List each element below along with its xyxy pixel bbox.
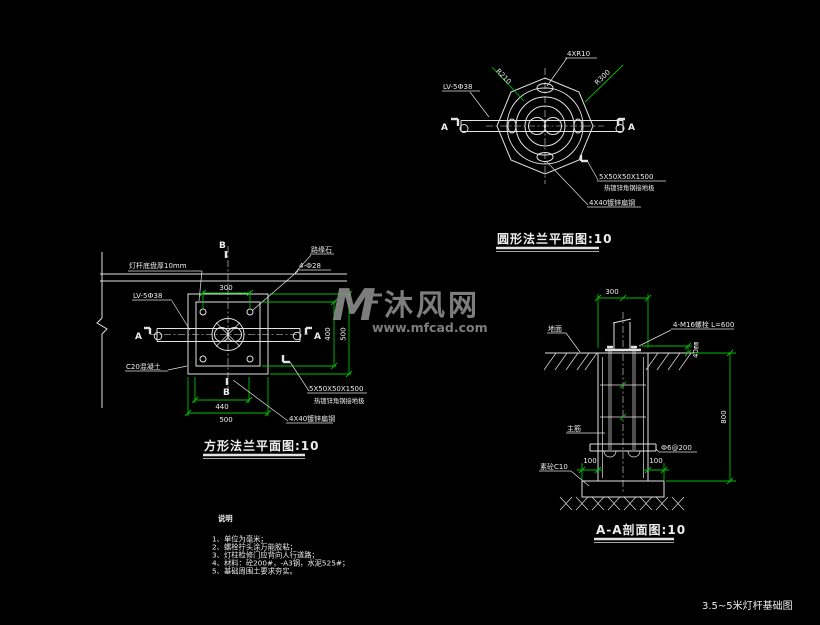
section-view-title: A-A剖面图:10 <box>594 522 686 543</box>
circular-section-marker-a-right: A <box>616 117 635 133</box>
note-item: 3、灯柱检修门应背向人行道路； <box>212 551 319 560</box>
circular-cable-callout: LV-5Ф38 <box>442 83 490 118</box>
flat-steel-label: 4X40镀锌扁钢 <box>289 414 335 423</box>
section-view: 300 40㎜ 800 100 100 <box>539 288 736 543</box>
dim-bottom-inner: 440 <box>215 403 228 411</box>
cable-label: LV-5Ф38 <box>133 292 162 300</box>
watermark-brand: 沐风网 <box>384 288 480 322</box>
view-title-text: 圆形法兰平面图:10 <box>497 231 613 246</box>
foundation-body <box>589 312 657 492</box>
square-conduit-pipe <box>153 328 302 342</box>
square-foundation-outline <box>187 293 269 375</box>
dim-right-inner: 400 <box>324 327 332 340</box>
angle-steel-note: 热镀锌角钢接地极 <box>314 396 365 405</box>
radius-outer-label: R300 <box>593 68 612 86</box>
square-flange-view: A A B B 300 <box>96 241 367 459</box>
dim-bottom-outer: 500 <box>219 416 232 424</box>
curb-label: 路缘石 <box>311 245 332 254</box>
square-section-marker-b-top: B <box>219 241 228 258</box>
curb-lines <box>96 252 347 408</box>
dim-top: 300 <box>605 288 618 296</box>
circular-flange-view: A A R210 R300 4XR10 LV-5Ф38 <box>441 50 666 252</box>
circular-view-title: 圆形法兰平面图:10 <box>496 231 613 252</box>
section-marker-a-label: A <box>628 123 635 133</box>
dim-protrusion: 40㎜ <box>692 342 700 358</box>
square-dimensions: 300 400 500 440 <box>184 284 353 424</box>
section-marker-b-label: B <box>219 241 226 251</box>
base-plate-label: 灯杆底盘厚10mm <box>129 261 187 270</box>
ground-label: 地面 <box>548 324 562 333</box>
dim-depth: 800 <box>720 410 728 423</box>
watermark-url: www.mfcad.com <box>372 320 488 335</box>
circular-fillet-callout: 4XR10 <box>546 50 597 87</box>
dim-right-offset: 100 <box>649 457 662 465</box>
circular-section-marker-a-left: A <box>441 117 460 133</box>
square-section-marker-a-right: A <box>304 326 321 342</box>
flat-steel-label: 4X40镀锌扁钢 <box>589 198 635 207</box>
section-marker-b-label: B <box>223 388 230 398</box>
angle-steel-note: 热镀锌角钢接地极 <box>604 183 655 192</box>
section-callouts: 地面 4-M16螺栓 L=600 主筋 Ф6@200 素砼C10 <box>539 320 734 487</box>
section-marker-a-label: A <box>314 332 321 342</box>
square-callouts: 灯杆底盘厚10mm 路缘石 4-Ф28 LV-5Ф38 C20混凝土 5X50X… <box>125 245 367 424</box>
bolts-label: 4-M16螺栓 L=600 <box>673 320 734 329</box>
square-view-title: 方形法兰平面图:10 <box>203 438 320 459</box>
notes-heading: 说明 <box>218 514 233 523</box>
square-section-marker-a-left: A <box>135 326 152 342</box>
circular-grounding-callouts: 5X50X50X1500 热镀锌角钢接地极 4X40镀锌扁钢 <box>545 155 666 208</box>
view-title-text: 方形法兰平面图:10 <box>204 438 320 453</box>
anchor-holes-label: 4-Ф28 <box>299 262 321 270</box>
dim-right-outer: 500 <box>340 327 348 340</box>
section-marker-a-label: A <box>135 332 142 342</box>
circular-conduit-pipe <box>459 120 625 133</box>
square-section-marker-b-bottom: B <box>223 378 230 398</box>
watermark-monogram: M <box>332 280 376 331</box>
concrete-label: C20混凝土 <box>126 362 161 371</box>
dim-top: 300 <box>219 284 232 292</box>
radius-inner-label: R210 <box>494 67 512 86</box>
plain-concrete-label: 素砼C10 <box>540 462 568 471</box>
anchor-bolt-holes <box>199 308 254 363</box>
view-title-text: A-A剖面图:10 <box>596 522 686 537</box>
sheet-title: 3.5~5米灯杆基础图 <box>702 599 793 612</box>
main-rebar-label: 主筋 <box>567 424 581 433</box>
section-marker-a-label: A <box>441 123 448 133</box>
note-item: 4、材料：砼200#，-A3钢，水泥525#； <box>212 559 349 568</box>
angle-steel-label: 5X50X50X1500 <box>599 173 653 181</box>
note-item: 1、单位为毫米； <box>212 535 268 544</box>
ground-line <box>543 352 694 371</box>
angle-steel-label: 5X50X50X1500 <box>309 385 363 393</box>
section-dimensions: 300 40㎜ 800 100 100 <box>577 288 736 485</box>
circular-flange-outline <box>496 77 594 175</box>
note-item: 5、基础周围土要求夯实。 <box>212 567 297 576</box>
watermark: M 沐风网 www.mfcad.com <box>332 280 488 335</box>
stirrup-label: Ф6@200 <box>661 444 692 452</box>
square-pole-circles <box>211 318 245 351</box>
note-item: 2、螺栓拧头涂万能胶粘； <box>212 543 297 552</box>
cable-label: LV-5Ф38 <box>443 83 472 91</box>
dim-left-offset: 100 <box>583 457 596 465</box>
fillet-label: 4XR10 <box>567 50 590 58</box>
notes-block: 说明 1、单位为毫米； 2、螺栓拧头涂万能胶粘； 3、灯柱检修门应背向人行道路；… <box>212 514 349 576</box>
base-slab <box>559 480 685 511</box>
